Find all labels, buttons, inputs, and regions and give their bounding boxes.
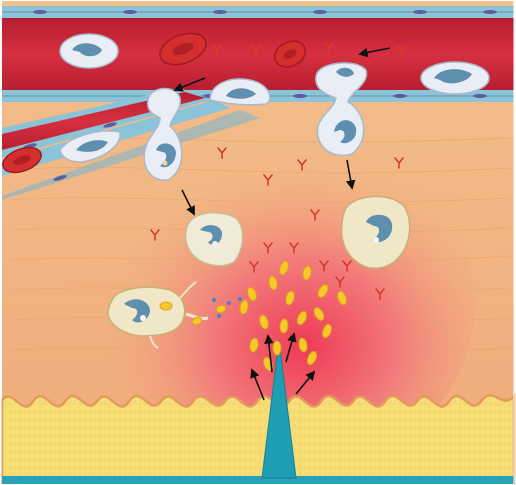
- leukocyte-icon: [421, 62, 489, 94]
- leukocyte-icon: [60, 34, 118, 68]
- skin-surface: [2, 476, 514, 485]
- epidermis-layer: [2, 395, 514, 485]
- leukocyte-migrated-right: [342, 196, 410, 268]
